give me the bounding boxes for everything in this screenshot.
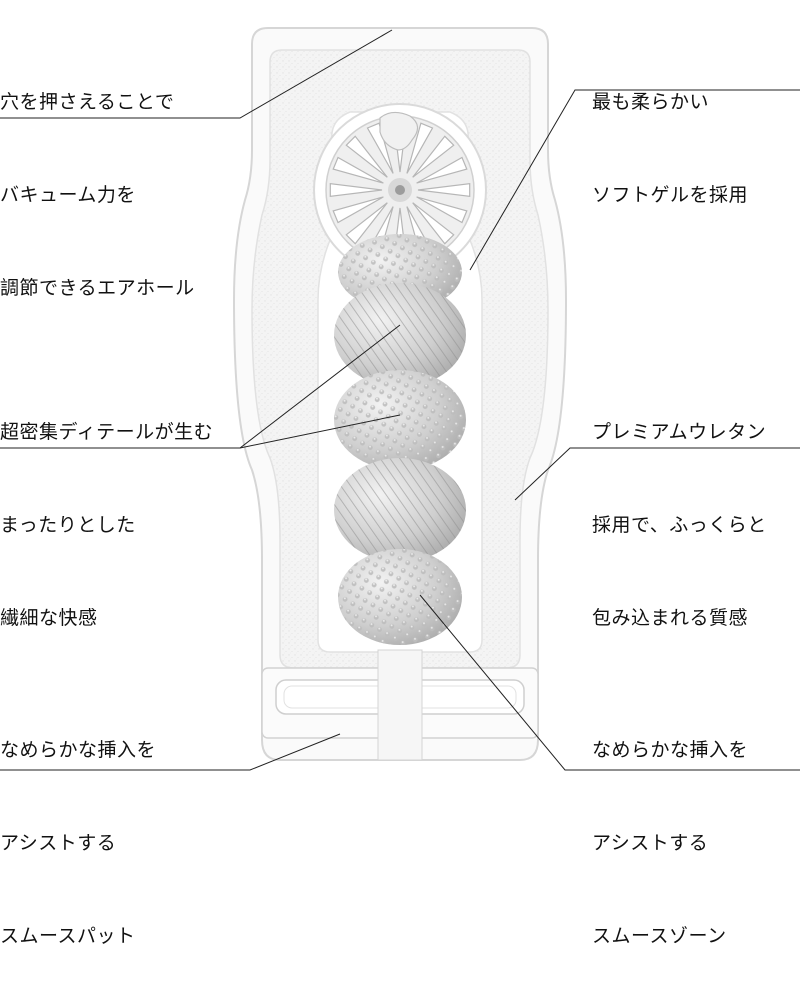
callout-smooth-zone-line-2: アシストする [592, 832, 709, 854]
callout-soft-gel-line-2: ソフトゲルを採用 [592, 184, 749, 206]
callout-soft-gel: 最も柔らかい ソフトゲルを採用 [592, 25, 748, 242]
callout-smooth-pad-line-1: なめらかな挿入を [0, 739, 157, 761]
rosette-petal [416, 196, 468, 224]
callout-urethane-line-2: 採用で、ふっくらと [592, 514, 767, 536]
product-cutaway-illustration [0, 27, 800, 771]
callout-detail-line-1: 超密集ディテールが生む [0, 421, 214, 443]
callout-smooth-zone: なめらかな挿入を アシストする スムースゾーン [592, 673, 748, 983]
leader-soft-gel [469, 89, 800, 271]
rosette-petal [412, 135, 455, 178]
callout-smooth-pad: なめらかな挿入を アシストする スムースパット [0, 673, 156, 983]
rosette-petal [332, 156, 384, 184]
twisted-orb-2 [334, 283, 466, 387]
rosette-petal [345, 202, 388, 245]
callout-air-hole: 穴を押さえることで バキューム力を 調節できるエアホール [0, 25, 195, 335]
rosette-petal [345, 135, 388, 178]
callout-detail-line-3: 繊細な快感 [0, 607, 98, 629]
twisted-orb-4 [334, 458, 466, 562]
leader-detail-b [239, 414, 401, 449]
center-tube [377, 649, 423, 761]
rosette-petal [406, 122, 434, 174]
callout-urethane-line-3: 包み込まれる質感 [592, 607, 749, 629]
callout-detail-line-2: まったりとした [0, 514, 136, 536]
callout-air-hole-line-2: バキューム力を [0, 184, 136, 206]
rosette-petal [366, 122, 394, 174]
callout-urethane-line-1: プレミアムウレタン [592, 421, 767, 443]
callout-air-hole-line-1: 穴を押さえることで [0, 91, 175, 113]
leader-smooth-pad [0, 733, 341, 771]
callout-smooth-zone-line-3: スムースゾーン [592, 925, 727, 947]
leader-smooth-zone [419, 594, 800, 771]
callout-air-hole-line-3: 調節できるエアホール [0, 277, 195, 299]
callout-detail: 超密集ディテールが生む まったりとした 繊細な快感 [0, 355, 213, 665]
rosette-petal [416, 156, 468, 184]
textured-orb-5 [338, 549, 462, 645]
callout-smooth-pad-line-3: スムースパット [0, 925, 136, 947]
callout-smooth-pad-line-2: アシストする [0, 832, 117, 854]
leader-urethane [514, 447, 800, 501]
callout-soft-gel-line-1: 最も柔らかい [592, 91, 710, 113]
soft-gel-tip [379, 111, 419, 151]
rosette-petal [417, 183, 471, 197]
callout-urethane: プレミアムウレタン 採用で、ふっくらと 包み込まれる質感 [592, 355, 767, 665]
callout-smooth-zone-line-1: なめらかな挿入を [592, 739, 749, 761]
rosette-petal [332, 196, 384, 224]
rosette-petal [412, 202, 455, 245]
leader-air-hole [0, 29, 393, 119]
rosette-petal [329, 183, 383, 197]
textured-orb-3 [334, 370, 466, 470]
